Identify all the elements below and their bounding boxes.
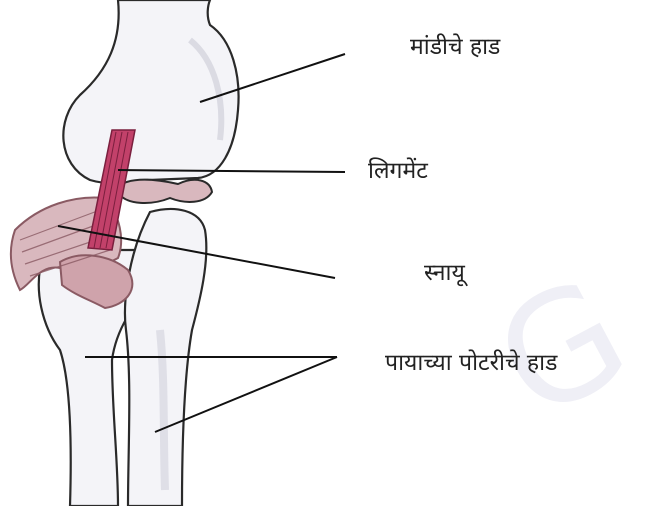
label-muscle: स्नायू	[424, 262, 465, 285]
femur-bone	[63, 0, 238, 183]
label-femur: मांडीचे हाड	[410, 36, 500, 59]
meniscus	[120, 180, 212, 203]
label-ligament: लिगमेंट	[368, 160, 428, 183]
bone-shading	[160, 330, 165, 490]
label-leg-bones: पायाच्या पोटरीचे हाड	[385, 352, 557, 375]
